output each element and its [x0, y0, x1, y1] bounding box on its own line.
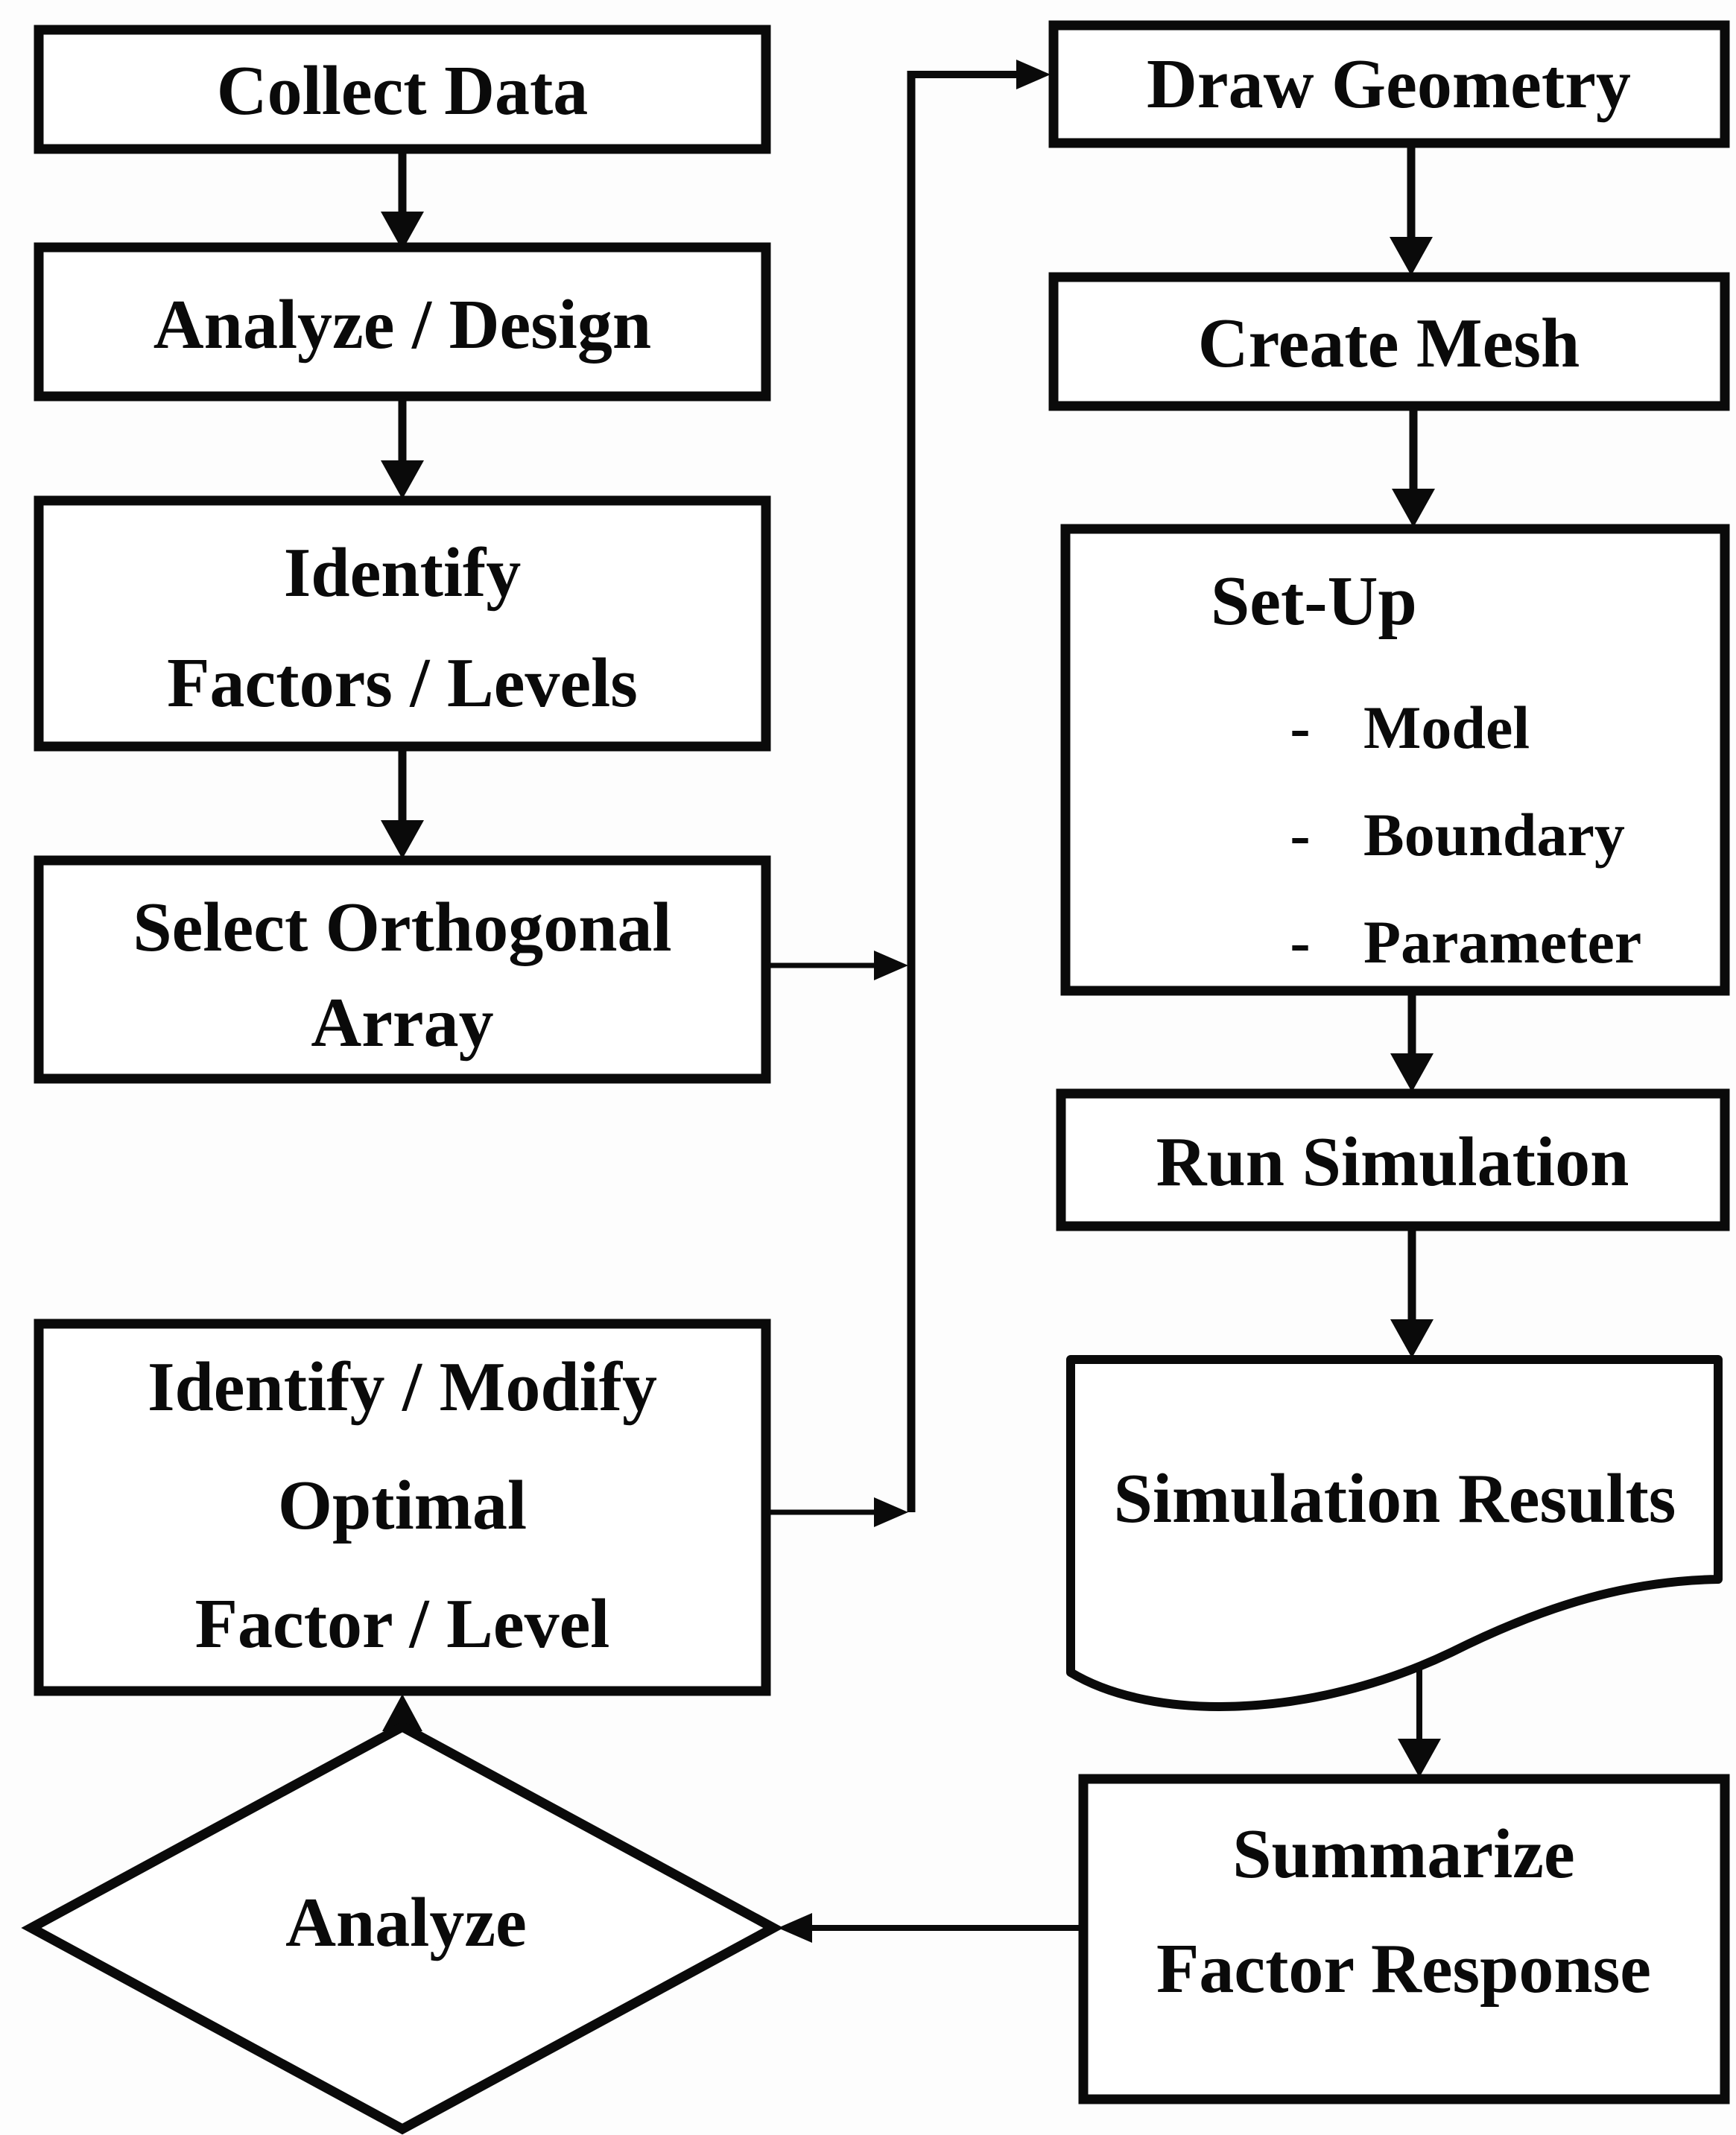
- set-up-item-parameter: Parameter: [1363, 908, 1641, 976]
- summarize-line2: Factor Response: [1156, 1930, 1651, 2008]
- collect-data-box: [34, 25, 771, 154]
- arrowhead-down-icon: [1390, 237, 1433, 276]
- connector-collect-to-analyze: [381, 149, 424, 250]
- select-orthogonal-box: [34, 855, 771, 1084]
- select-orthogonal-line2: Array: [311, 984, 493, 1062]
- analyze-diamond: [21, 1721, 784, 2135]
- arrowhead-right-icon: [1016, 60, 1051, 89]
- set-up-bullet-1-icon: -: [1290, 694, 1310, 761]
- run-simulation-label: Run Simulation: [1156, 1123, 1629, 1201]
- node-identify-modify-optimal: Identify / Modify Optimal Factor / Level: [34, 1319, 771, 1696]
- identify-factors-box: [34, 495, 771, 752]
- connector-run-to-results: [1390, 1226, 1434, 1358]
- arrowhead-down-icon: [381, 460, 424, 499]
- collect-data-label: Collect Data: [217, 52, 589, 130]
- arrowhead-right-icon: [874, 1497, 908, 1527]
- node-run-simulation: Run Simulation: [1056, 1088, 1730, 1231]
- analyze-decision-label: Analyze: [285, 1884, 527, 1961]
- arrowhead-up-icon: [382, 1694, 422, 1731]
- create-mesh-label: Create Mesh: [1198, 305, 1580, 382]
- node-analyze-decision: Analyze: [21, 1721, 784, 2135]
- connector-mesh-to-setup: [1392, 406, 1435, 527]
- connector-identify-to-select: [381, 746, 424, 859]
- arrowhead-down-icon: [1398, 1739, 1441, 1777]
- arrowhead-down-icon: [1390, 1319, 1434, 1358]
- run-simulation-box: [1056, 1088, 1730, 1231]
- set-up-title: Set-Up: [1211, 562, 1417, 640]
- arrowhead-down-icon: [381, 212, 424, 250]
- arrowhead-right-icon: [874, 951, 908, 980]
- set-up-item-model: Model: [1363, 694, 1530, 761]
- select-orthogonal-line1: Select Orthogonal: [133, 889, 671, 966]
- set-up-item-boundary: Boundary: [1363, 801, 1625, 869]
- connector-summarize-to-analyze: [778, 1913, 1083, 1943]
- node-simulation-results: Simulation Results: [1066, 1355, 1723, 1711]
- connector-draw-to-mesh: [1390, 143, 1433, 276]
- set-up-box: [1060, 524, 1730, 996]
- identify-modify-line3: Factor / Level: [195, 1585, 610, 1663]
- analyze-design-label: Analyze / Design: [153, 286, 651, 364]
- node-draw-geometry: Draw Geometry: [1048, 20, 1730, 148]
- create-mesh-box: [1048, 272, 1730, 411]
- arrowhead-down-icon: [381, 820, 424, 859]
- analyze-design-box: [34, 242, 771, 402]
- node-summarize-factor-response: Summarize Factor Response: [1078, 1774, 1730, 2104]
- summarize-line1: Summarize: [1232, 1815, 1574, 1893]
- set-up-bullet-3-icon: -: [1290, 908, 1310, 976]
- simulation-results-document: [1066, 1355, 1723, 1711]
- node-identify-factors-levels: Identify Factors / Levels: [34, 495, 771, 752]
- node-set-up: Set-Up - Model - Boundary - Parameter: [1060, 524, 1730, 996]
- draw-geometry-box: [1048, 20, 1730, 148]
- connector-trunk-to-draw-geometry: [907, 60, 1051, 89]
- identify-modify-line1: Identify / Modify: [148, 1348, 657, 1426]
- draw-geometry-label: Draw Geometry: [1147, 45, 1631, 123]
- arrowhead-left-icon: [778, 1913, 812, 1943]
- summarize-box: [1078, 1774, 1730, 2104]
- node-create-mesh: Create Mesh: [1048, 272, 1730, 411]
- connector-results-to-summarize: [1398, 1663, 1441, 1777]
- arrowhead-down-icon: [1392, 489, 1435, 527]
- connector-identify-modify-to-trunk: [766, 1497, 908, 1527]
- node-analyze-design: Analyze / Design: [34, 242, 771, 402]
- connector-select-to-trunk: [766, 951, 908, 980]
- identify-factors-line2: Factors / Levels: [167, 644, 638, 722]
- simulation-results-label: Simulation Results: [1114, 1460, 1676, 1538]
- identify-modify-box: [34, 1319, 771, 1696]
- node-select-orthogonal-array: Select Orthogonal Array: [34, 855, 771, 1084]
- connector-setup-to-run: [1390, 991, 1434, 1092]
- identify-factors-line1: Identify: [284, 534, 522, 612]
- set-up-bullet-2-icon: -: [1290, 801, 1310, 869]
- connector-analyze-to-identify: [381, 396, 424, 499]
- arrowhead-down-icon: [1390, 1053, 1434, 1092]
- node-collect-data: Collect Data: [34, 25, 771, 154]
- identify-modify-line2: Optimal: [278, 1467, 527, 1544]
